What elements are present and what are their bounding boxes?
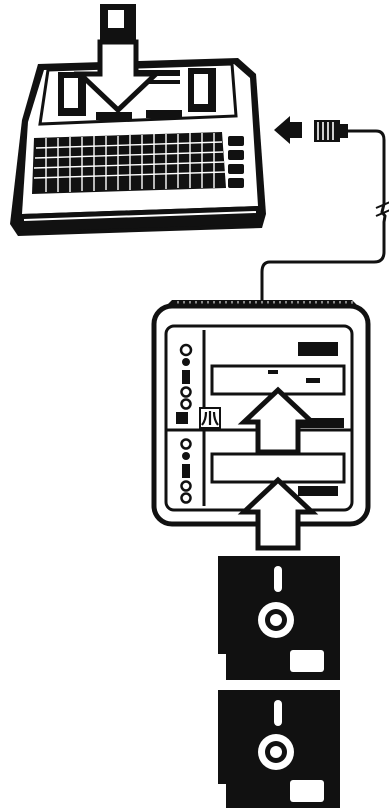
atari-logo bbox=[200, 408, 220, 428]
floppy-label bbox=[290, 780, 324, 802]
floppy-disk bbox=[218, 690, 340, 808]
cable-direction-arrow bbox=[274, 116, 302, 144]
floppy-disk bbox=[218, 556, 340, 680]
data-cable bbox=[262, 116, 389, 300]
computer-console bbox=[10, 4, 266, 236]
dual-disk-drive bbox=[154, 300, 368, 548]
floppy-label bbox=[290, 650, 324, 672]
